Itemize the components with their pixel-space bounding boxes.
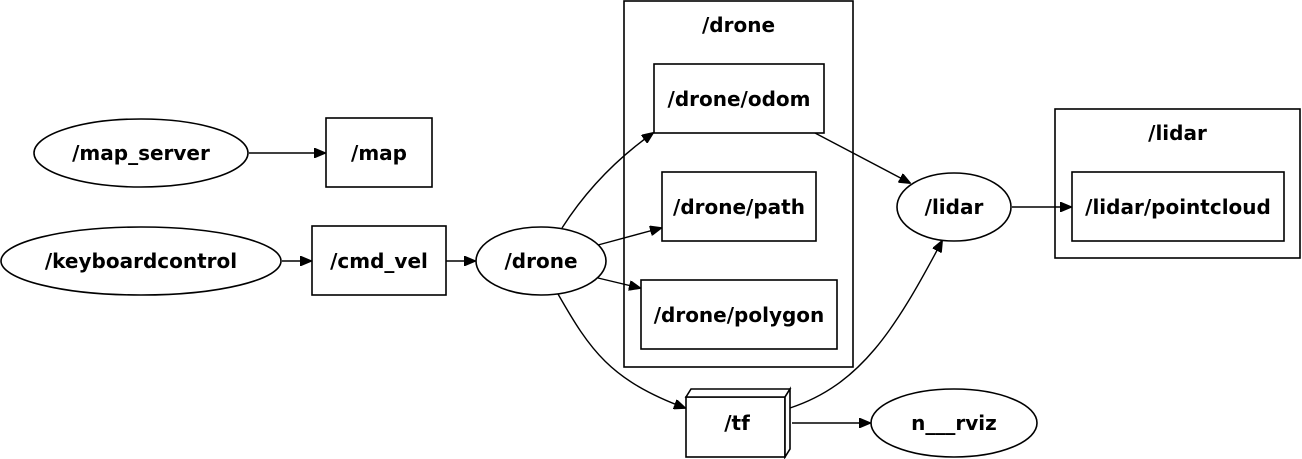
node-drone-polygon[interactable]: /drone/polygon [640,279,838,350]
node-drone-polygon-label: /drone/polygon [654,303,825,327]
node-map-server-label: /map_server [72,141,210,165]
edge-tf-to-lidar [789,241,942,409]
node-drone-odom-label: /drone/odom [668,87,811,111]
edge-drone-to-polygon [597,277,640,288]
node-lidar-pointcloud-label: /lidar/pointcloud [1085,195,1271,219]
node-map[interactable]: /map [325,117,433,188]
node-rviz-label: n___rviz [911,411,997,435]
node-map-server[interactable]: /map_server [33,118,249,188]
node-keyboardcontrol[interactable]: /keyboardcontrol [0,226,282,296]
edge-drone-to-tf [557,293,685,408]
cluster-lidar-label: /lidar [1148,121,1207,145]
edge-odom-to-lidar [814,132,910,183]
node-cmd-vel-label: /cmd_vel [330,249,428,273]
node-drone-label: /drone [504,249,577,273]
node-lidar[interactable]: /lidar [896,172,1012,242]
edge-drone-to-odom [561,133,653,229]
node-lidar-pointcloud[interactable]: /lidar/pointcloud [1071,171,1285,242]
node-drone-path[interactable]: /drone/path [661,171,817,242]
cluster-drone-label: /drone [702,13,775,37]
node-tf-label: /tf [724,411,750,435]
node-keyboardcontrol-label: /keyboardcontrol [45,249,237,273]
node-drone-odom[interactable]: /drone/odom [653,63,825,134]
node-tf[interactable]: /tf [684,386,792,459]
node-drone[interactable]: /drone [475,226,607,296]
edges [249,133,1071,423]
edge-drone-to-path [597,228,661,246]
node-drone-path-label: /drone/path [673,195,805,219]
node-lidar-label: /lidar [925,195,984,219]
node-map-label: /map [351,141,407,165]
node-cmd-vel[interactable]: /cmd_vel [311,225,447,296]
node-rviz[interactable]: n___rviz [870,388,1038,458]
